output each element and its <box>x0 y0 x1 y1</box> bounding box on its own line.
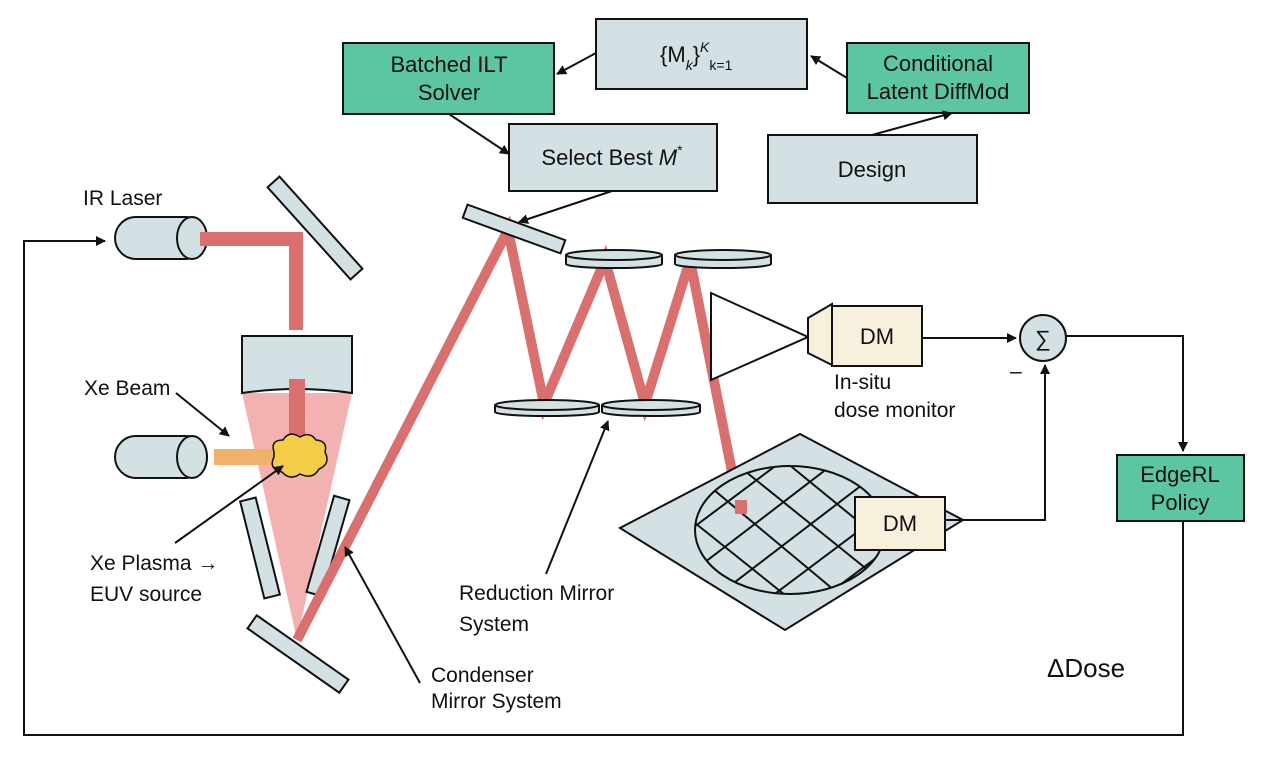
reduction-mirror-top-1 <box>565 249 663 269</box>
reduction-label-2: System <box>459 613 529 636</box>
edgerl-policy-box <box>1116 454 1245 522</box>
reduction-pointer <box>545 420 610 575</box>
diffmod-line-2: Latent DiffMod <box>867 79 1010 104</box>
sum-node <box>1019 314 1067 362</box>
condenser-pointer <box>344 546 421 684</box>
design-box <box>767 134 978 204</box>
xe-plasma-label-1: Xe Plasma → <box>90 552 218 575</box>
ilt-solver-line-1: Batched ILT <box>391 52 508 77</box>
reduction-label-1: Reduction Mirror <box>459 582 614 605</box>
select-best-box <box>508 123 718 192</box>
reduction-mirror-bottom-1 <box>494 399 600 417</box>
dm-bottom-to-sum <box>945 364 1050 521</box>
xe-plasma <box>271 433 328 478</box>
in-situ-label-2: dose monitor <box>834 399 955 422</box>
select-best-label: Select Best M* <box>541 142 683 170</box>
xe-beam <box>214 449 280 465</box>
diffmod-line-1: Conditional <box>883 51 993 76</box>
dm-bottom-box <box>854 496 946 551</box>
ir-laser-label: IR Laser <box>83 187 162 210</box>
ilt-to-select-arrow <box>448 113 510 155</box>
edgerl-line-2: Policy <box>1151 490 1210 515</box>
reticle-mirror <box>461 203 567 255</box>
dm-bottom-label: DM <box>883 511 917 536</box>
condenser-label-2: Mirror System <box>431 690 562 713</box>
sum-symbol: ∑ <box>1035 326 1051 351</box>
minus-sign: – <box>1010 360 1022 383</box>
reduction-mirror-bottom-2 <box>601 399 701 417</box>
xe-beam-label: Xe Beam <box>84 377 170 400</box>
diffmod-to-mk-arrow <box>810 55 848 79</box>
condenser-mirror-right <box>305 494 351 598</box>
delta-dose-label: ΔDose <box>1047 653 1125 683</box>
in-situ-label-1: In-situ <box>834 371 891 394</box>
ir-laser-source <box>114 216 208 260</box>
wafer-exposure-spot <box>735 500 747 514</box>
fold-mirror <box>266 175 364 281</box>
xe-beam-source <box>114 435 208 479</box>
diffmod-box <box>846 42 1030 114</box>
dose-monitor-detector <box>807 302 833 367</box>
ilt-solver-box <box>342 42 555 115</box>
design-to-diffmod-arrow <box>871 110 953 136</box>
mk-to-ilt-arrow <box>556 52 597 75</box>
sum-to-edgerl <box>1066 335 1188 452</box>
feedback-loop-line <box>23 236 1184 736</box>
condenser-mirror-bottom <box>246 613 350 695</box>
condenser-mirror-left <box>238 496 282 600</box>
edgerl-line-1: EdgeRL <box>1140 462 1220 487</box>
xe-beam-pointer <box>175 392 230 437</box>
ilt-solver-line-2: Solver <box>418 80 480 105</box>
select-to-reticle-arrow <box>518 190 613 224</box>
dose-monitor-lens <box>710 291 811 382</box>
mk-set-label: {Mk}Kk=1 <box>660 39 733 73</box>
dm-top-box <box>831 305 923 367</box>
design-label: Design <box>838 157 906 182</box>
ir-laser-beam <box>200 232 303 330</box>
dm-top-label: DM <box>860 324 894 349</box>
mk-set-box <box>595 18 808 90</box>
condenser-label-1: Condenser <box>431 664 534 687</box>
xe-plasma-pointer <box>174 465 284 544</box>
xe-plasma-label-2: EUV source <box>90 583 202 606</box>
reduction-mirror-top-2 <box>674 249 772 269</box>
